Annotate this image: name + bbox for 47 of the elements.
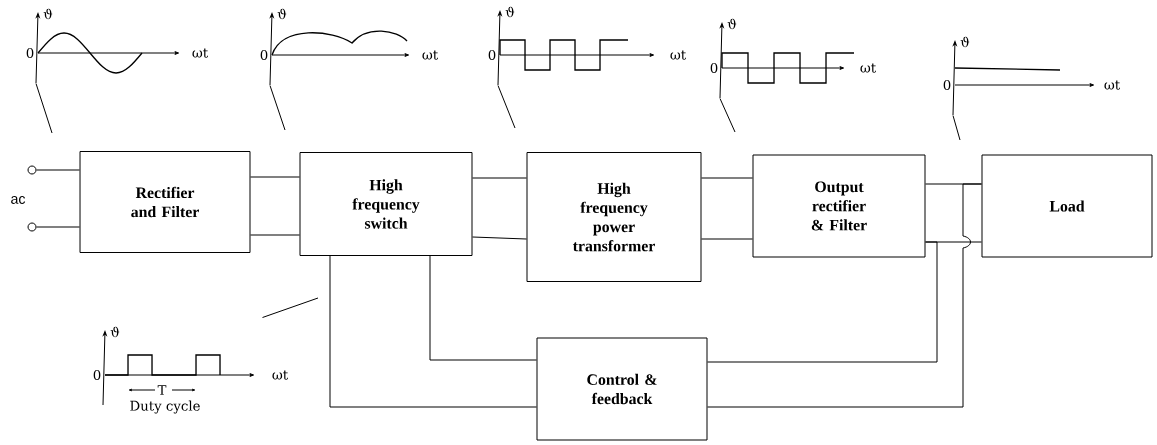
input-terminal [27,165,37,175]
axis-label: 0 [26,47,34,59]
axis-label: ωt [860,63,876,73]
connector-line [472,236,527,240]
axis-label: 0 [710,62,718,74]
process-box: Load [981,154,1153,258]
caption-text: Duty cycle [130,400,200,414]
leader-line [952,115,961,141]
leader-line [269,85,286,131]
connector-line [707,241,938,363]
leader-line [35,83,53,134]
terminal-label: ac [11,196,26,204]
process-box: Rectifier and Filter [79,151,251,253]
connector-line [429,255,537,361]
process-box: High frequency switch [299,152,473,256]
connector-line [250,176,300,178]
axis-label: ωt [1104,80,1120,90]
axis-label: ϑ [43,8,53,20]
connector-line [701,177,753,179]
connector-line [701,238,753,240]
connector-line [472,177,527,179]
leader-line [497,85,516,129]
axis-label: 0 [488,49,496,61]
axis-label: ϑ [277,8,287,20]
axis-label: ωt [670,50,686,60]
input-terminal [27,222,37,232]
period-label: T [156,384,168,396]
axis-label: ϑ [960,36,970,48]
axis-label: ϑ [727,18,737,30]
process-box: High frequency power transformer [526,152,702,282]
axis-label: 0 [260,49,268,61]
axis-label: 0 [93,369,101,381]
leader-line [719,98,736,133]
process-box: Output rectifier & Filter [752,154,926,258]
connector-line [707,183,982,408]
leader-line [262,297,319,318]
process-box: Control & feedback [536,337,708,441]
connector-line [36,226,80,228]
connector-line [329,255,537,408]
axis-label: 0 [943,79,951,91]
connector-line [36,169,80,171]
connector-line [250,234,300,236]
axis-label: ωt [192,48,208,58]
axis-label: ϑ [110,326,120,338]
axis-label: ϑ [505,6,515,18]
axis-label: ωt [422,50,438,60]
axis-label: ωt [272,370,288,380]
